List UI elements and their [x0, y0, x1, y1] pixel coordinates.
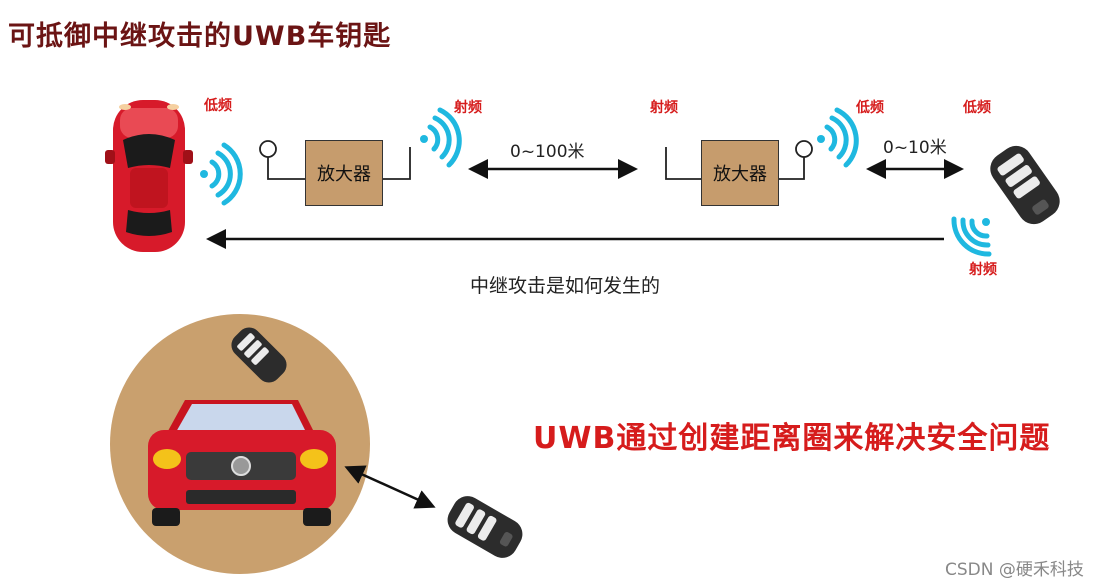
key-fob-icon: [447, 496, 523, 558]
antenna-icon: [259, 140, 305, 180]
signal-wave-icon: [420, 107, 462, 168]
label-low-freq-right: 低频: [963, 100, 991, 116]
relay-attack-caption: 中继攻击是如何发生的: [470, 275, 661, 297]
label-low-freq-mid: 低频: [856, 100, 884, 116]
arrow-icon: [344, 465, 436, 509]
car-front-icon: [148, 400, 336, 526]
key-fob-icon: [990, 145, 1060, 225]
amplifier-left: 放大器: [305, 140, 383, 206]
label-low-freq-car: 低频: [204, 98, 232, 114]
uwb-solution-caption: UWB通过创建距离圈来解决安全问题: [533, 421, 1051, 456]
distance-long-label: 0~100米: [510, 142, 585, 162]
watermark: CSDN @硬禾科技: [945, 560, 1084, 580]
label-rf-right: 射频: [650, 100, 678, 116]
amplifier-right: 放大器: [701, 140, 779, 206]
signal-wave-icon: [200, 142, 243, 206]
antenna-icon: [779, 140, 813, 180]
distance-short-label: 0~10米: [883, 138, 947, 158]
signal-wave-icon: [817, 107, 859, 168]
car-top-icon: [105, 100, 193, 252]
label-rf-bottom: 射频: [969, 262, 997, 278]
label-rf-left: 射频: [454, 100, 482, 116]
key-fob-icon: [231, 327, 287, 383]
signal-wave-icon: [951, 216, 992, 257]
page-title: 可抵御中继攻击的UWB车钥匙: [8, 21, 392, 52]
